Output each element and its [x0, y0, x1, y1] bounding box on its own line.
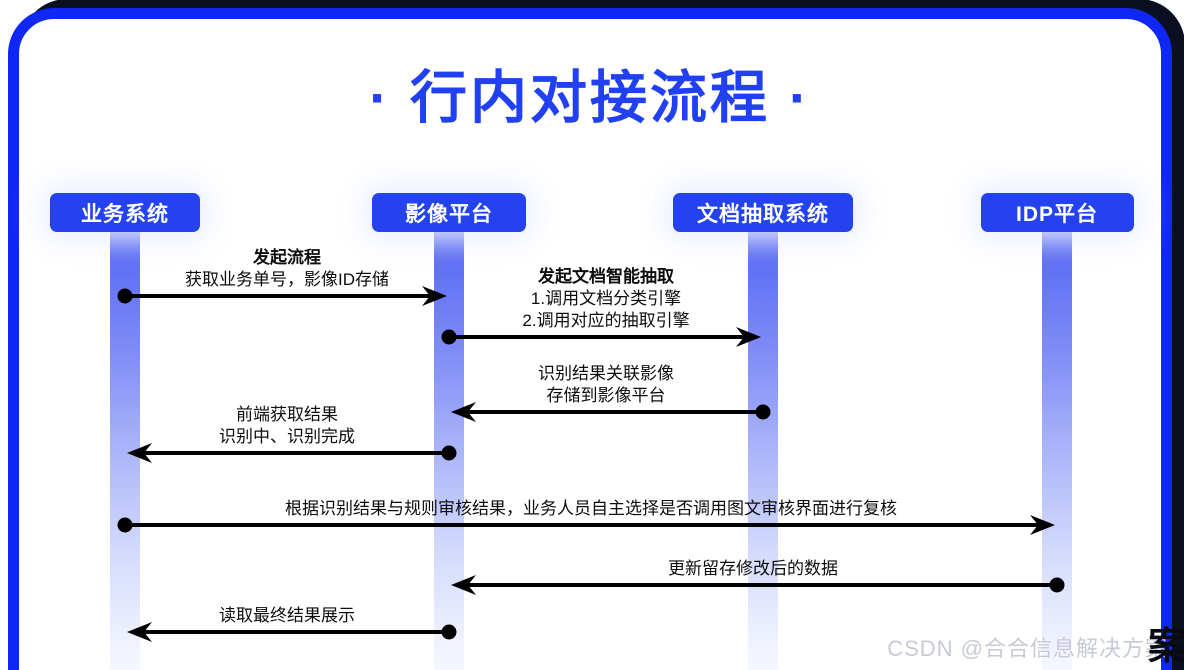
watermark-overlay: 案 [1147, 626, 1184, 668]
actor-box: 业务系统 [50, 193, 200, 232]
message-arrow [127, 622, 457, 642]
message-label: 根据识别结果与规则审核结果，业务人员自主选择是否调用图文审核界面进行复核 [285, 498, 897, 520]
actor-box: IDP平台 [980, 193, 1134, 232]
message-arrow [117, 286, 447, 306]
message-label-line: 前端获取结果 [236, 405, 338, 424]
actor-lifeline [1042, 231, 1072, 670]
message-label: 发起文档智能抽取 1.调用文档分类引擎 2.调用对应的抽取引擎 [522, 266, 689, 332]
message-label-line: 识别结果关联影像 [538, 364, 674, 383]
message-label-line: 读取最终结果展示 [219, 606, 355, 625]
message-label-line: 获取业务单号，影像ID存储 [185, 270, 389, 289]
actor-box: 影像平台 [372, 193, 526, 232]
actor-lifeline [748, 231, 778, 670]
message-arrow [117, 515, 1055, 535]
message-label: 更新留存修改后的数据 [668, 558, 838, 580]
message-label: 识别结果关联影像存储到影像平台 [538, 363, 674, 407]
message-label-line: 根据识别结果与规则审核结果，业务人员自主选择是否调用图文审核界面进行复核 [285, 499, 897, 518]
message-label-line: 存储到影像平台 [546, 386, 666, 405]
actor-label: IDP平台 [1015, 202, 1098, 226]
message-arrow [441, 327, 761, 347]
actor-box: 文档抽取系统 [673, 193, 853, 232]
message-arrow [451, 575, 1065, 595]
actor-label: 文档抽取系统 [697, 202, 829, 226]
message-label-line: 发起文档智能抽取 [538, 267, 674, 286]
message-label-line: 更新留存修改后的数据 [668, 559, 838, 578]
message-label-line: 2.调用对应的抽取引擎 [522, 311, 690, 330]
message-label: 读取最终结果展示 [219, 605, 355, 627]
message-arrow [127, 443, 457, 463]
message-label: 前端获取结果识别中、识别完成 [219, 404, 355, 448]
message-label-line: 1.调用文档分类引擎 [530, 289, 682, 308]
watermark: CSDN @合合信息解决方案 [887, 636, 1168, 661]
diagram-title: · 行内对接流程 · [369, 66, 811, 130]
actor-label: 业务系统 [81, 202, 169, 226]
message-label-line: 发起流程 [253, 248, 321, 267]
message-arrow [451, 402, 771, 422]
actor-label: 影像平台 [405, 202, 493, 226]
message-label: 发起流程获取业务单号，影像ID存储 [185, 247, 389, 291]
message-label-line: 识别中、识别完成 [219, 427, 355, 446]
